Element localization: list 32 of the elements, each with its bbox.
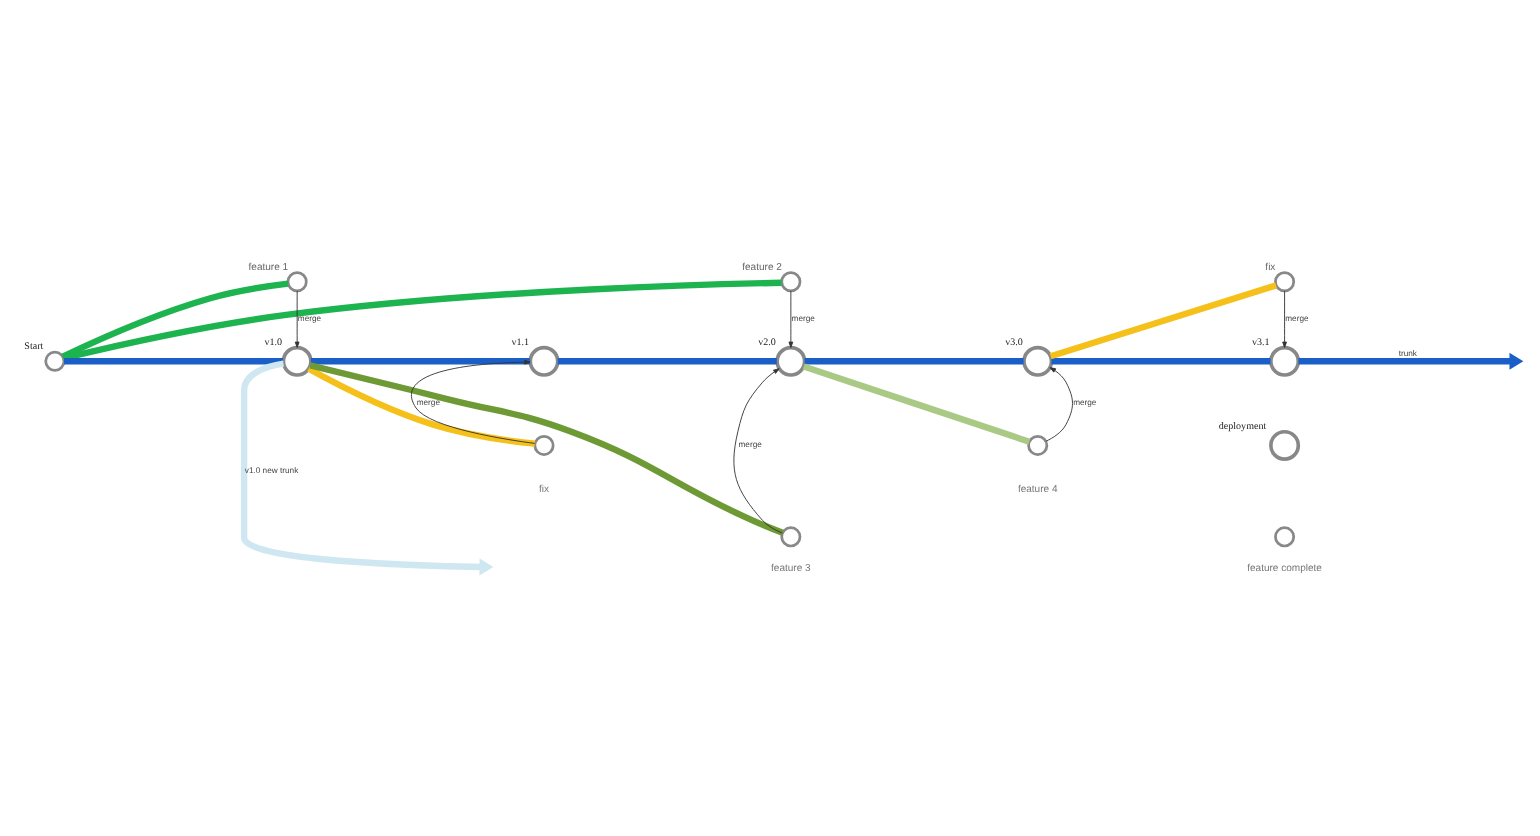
arrow	[788, 290, 794, 348]
connector	[61, 280, 289, 360]
arrow	[1298, 352, 1524, 370]
connector	[557, 358, 777, 365]
node-circle	[44, 350, 66, 372]
connector	[310, 358, 530, 365]
connector	[1049, 282, 1278, 360]
node-circle	[1027, 434, 1049, 456]
node-circle	[1269, 429, 1301, 461]
connector	[62, 279, 782, 362]
arrow	[240, 360, 494, 576]
connector	[804, 358, 1024, 365]
node-circle	[780, 271, 802, 293]
node-circle	[286, 271, 308, 293]
connector	[309, 362, 784, 536]
arrow	[733, 368, 783, 534]
arrow	[294, 290, 300, 348]
arrow	[1282, 290, 1287, 348]
connector	[307, 365, 536, 447]
node-circle	[1274, 526, 1296, 548]
arrow	[411, 359, 536, 444]
node-circle	[528, 345, 560, 377]
connector	[802, 363, 1031, 445]
node-circle	[1269, 345, 1301, 377]
node-circle	[1274, 271, 1296, 293]
node-circle	[1022, 345, 1054, 377]
arrow	[1045, 367, 1073, 442]
node-circle	[533, 434, 555, 456]
node-circle	[780, 526, 802, 548]
connector	[1051, 358, 1271, 365]
node-circle	[281, 345, 313, 377]
connector	[64, 358, 284, 365]
